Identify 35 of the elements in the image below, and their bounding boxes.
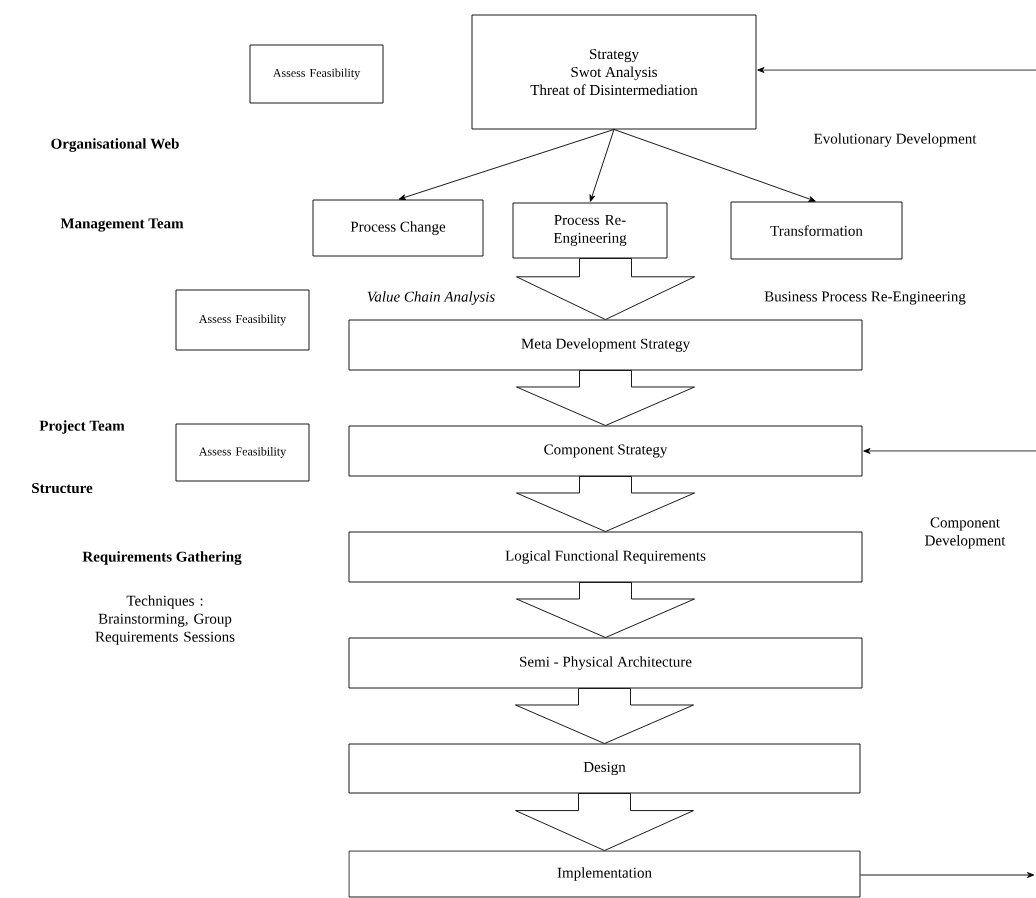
block-arrow: [516, 476, 695, 532]
side-label: Structure: [32, 482, 93, 494]
block-arrow: [515, 793, 694, 851]
process-box: Design: [348, 743, 861, 794]
block-arrow: [516, 582, 695, 638]
arrow: [613, 129, 816, 202]
arrow: [398, 129, 615, 201]
process-box: Assess Feasibility: [175, 289, 310, 351]
arrow: [757, 67, 1036, 73]
block-arrow: [515, 688, 694, 744]
side-label: Value Chain Analysis: [367, 291, 495, 305]
arrow: [863, 448, 1036, 454]
side-label: Techniques : Brainstorming, Group Requirements Sessions: [95, 595, 235, 645]
process-box: Implementation: [348, 850, 861, 898]
side-label: Evolutionary Development: [814, 133, 977, 147]
process-box: Assess Feasibility: [249, 44, 384, 104]
arrow: [860, 872, 1035, 878]
side-label: Component Development: [925, 517, 1006, 549]
process-box: Component Strategy: [348, 425, 863, 477]
side-label: Project Team: [39, 420, 125, 434]
process-box: Process Re-Engineering: [512, 202, 668, 259]
side-label: Organisational Web: [51, 138, 179, 152]
block-arrow: [516, 258, 695, 320]
process-box: Transformation: [730, 201, 903, 260]
process-box: Semi - Physical Architecture: [348, 637, 863, 689]
arrow: [589, 129, 615, 202]
process-box: Meta Development Strategy: [348, 319, 863, 371]
process-box: Assess Feasibility: [175, 423, 310, 482]
block-arrow: [516, 370, 695, 426]
side-label: Management Team: [60, 218, 184, 232]
side-label: Requirements Gathering: [82, 551, 242, 565]
process-box: Process Change: [312, 199, 484, 257]
process-box: Logical Functional Requirements: [348, 531, 863, 583]
side-label: Business Process Re-Engineering: [764, 291, 966, 305]
process-box: Strategy Swot Analysis Threat of Disintermediation: [471, 14, 757, 130]
